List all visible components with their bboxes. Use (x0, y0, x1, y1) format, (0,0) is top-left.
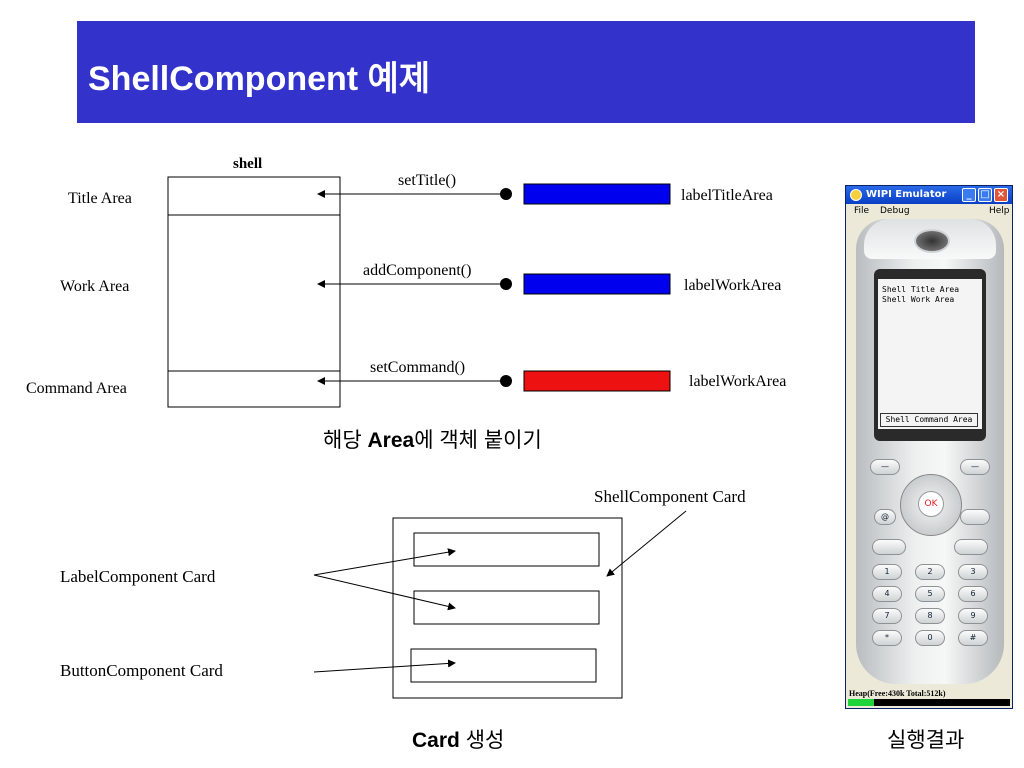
dot-addcomponent (500, 278, 512, 290)
app-icon (850, 189, 862, 201)
slide-title: ShellComponent 예제 (88, 60, 431, 98)
keypad-key[interactable]: 4 (872, 586, 902, 602)
menu-file[interactable]: File (854, 206, 870, 216)
label-name-work: labelWorkArea (684, 277, 782, 294)
result-caption: 실행결과 (887, 729, 965, 752)
emulator-menu-bar: File Debug Help (846, 204, 1012, 218)
area-label-command: Command Area (26, 380, 127, 397)
keypad-key[interactable]: 8 (915, 608, 945, 624)
label-card-box-2 (413, 590, 600, 625)
screen-command-bar: Shell Command Area (880, 413, 978, 427)
phone-speaker-icon (914, 229, 950, 253)
shell-caption: 해당 Area에 객체 붙이기 (323, 424, 542, 454)
dot-setcommand (500, 375, 512, 387)
shell-work-box (167, 214, 341, 372)
keypad-key[interactable]: 2 (915, 564, 945, 580)
label-bar-command (523, 370, 671, 392)
card-caption-bold: Card (412, 729, 460, 752)
emulator-title: WIPI Emulator (866, 189, 947, 200)
heap-status: Heap(Free:430k Total:512k) (849, 689, 946, 698)
method-settitle: setTitle() (398, 172, 457, 189)
label-card-label: LabelComponent Card (60, 567, 216, 586)
arrow-button (313, 659, 456, 673)
phone-screen: Shell Title Area Shell Work Area Shell C… (878, 279, 982, 429)
keypad-key[interactable]: * (872, 630, 902, 646)
shell-caption-bold: Area (367, 429, 415, 452)
title-banner: ShellComponent 예제 (77, 21, 975, 123)
label-name-command: labelWorkArea (689, 373, 787, 390)
button-card-label: ButtonComponent Card (60, 661, 223, 680)
shell-header: shell (233, 156, 263, 172)
heap-progress-bar (848, 699, 1010, 706)
label-bar-title (523, 183, 671, 205)
arrow-label-1 (313, 548, 456, 576)
close-icon[interactable]: × (994, 188, 1008, 202)
wipi-emulator-window: WIPI Emulator _ □ × File Debug Help Shel… (845, 185, 1013, 709)
shell-caption-pre: 해당 (323, 429, 368, 452)
arrow-shell-card (606, 510, 687, 577)
keypad-key[interactable]: 1 (872, 564, 902, 580)
label-name-title: labelTitleArea (681, 187, 773, 204)
keypad-key[interactable]: 3 (958, 564, 988, 580)
ok-button[interactable]: OK (918, 491, 944, 517)
arrow-label-2 (313, 574, 456, 611)
phone-body: Shell Title Area Shell Work Area Shell C… (856, 219, 1004, 684)
emulator-title-bar: WIPI Emulator _ □ × (846, 186, 1012, 204)
heap-progress-fill (848, 699, 874, 706)
clear-key[interactable] (960, 509, 990, 525)
screen-line-work: Shell Work Area (882, 295, 955, 304)
call-key-icon[interactable]: @ (874, 509, 896, 525)
label-card-box-1 (413, 532, 600, 567)
shell-card-box (392, 517, 623, 699)
shell-card-label: ShellComponent Card (594, 487, 746, 506)
menu-debug[interactable]: Debug (880, 206, 910, 216)
menu-help[interactable]: Help (989, 206, 1010, 216)
shell-command-box (167, 370, 341, 408)
button-card-box (410, 648, 597, 683)
keypad-key[interactable]: 6 (958, 586, 988, 602)
maximize-icon[interactable]: □ (978, 188, 992, 202)
end-key[interactable] (954, 539, 988, 555)
keypad-key[interactable]: 9 (958, 608, 988, 624)
label-bar-work (523, 273, 671, 295)
dot-settitle (500, 188, 512, 200)
method-addcomponent: addComponent() (363, 262, 472, 279)
shell-caption-post: 에 객체 붙이기 (414, 429, 542, 452)
keypad-key[interactable]: 7 (872, 608, 902, 624)
area-label-work: Work Area (60, 278, 130, 295)
keypad-key[interactable]: # (958, 630, 988, 646)
area-label-title: Title Area (68, 190, 132, 207)
send-key[interactable] (872, 539, 906, 555)
keypad-key[interactable]: 5 (915, 586, 945, 602)
card-caption-post: 생성 (459, 729, 505, 752)
shell-title-box (167, 176, 341, 216)
soft-key-left[interactable]: — (870, 459, 900, 475)
screen-line-title: Shell Title Area (882, 285, 960, 294)
keypad-key[interactable]: 0 (915, 630, 945, 646)
method-setcommand: setCommand() (370, 359, 466, 376)
card-caption: Card 생성 (412, 724, 504, 754)
soft-key-right[interactable]: — (960, 459, 990, 475)
minimize-icon[interactable]: _ (962, 188, 976, 202)
